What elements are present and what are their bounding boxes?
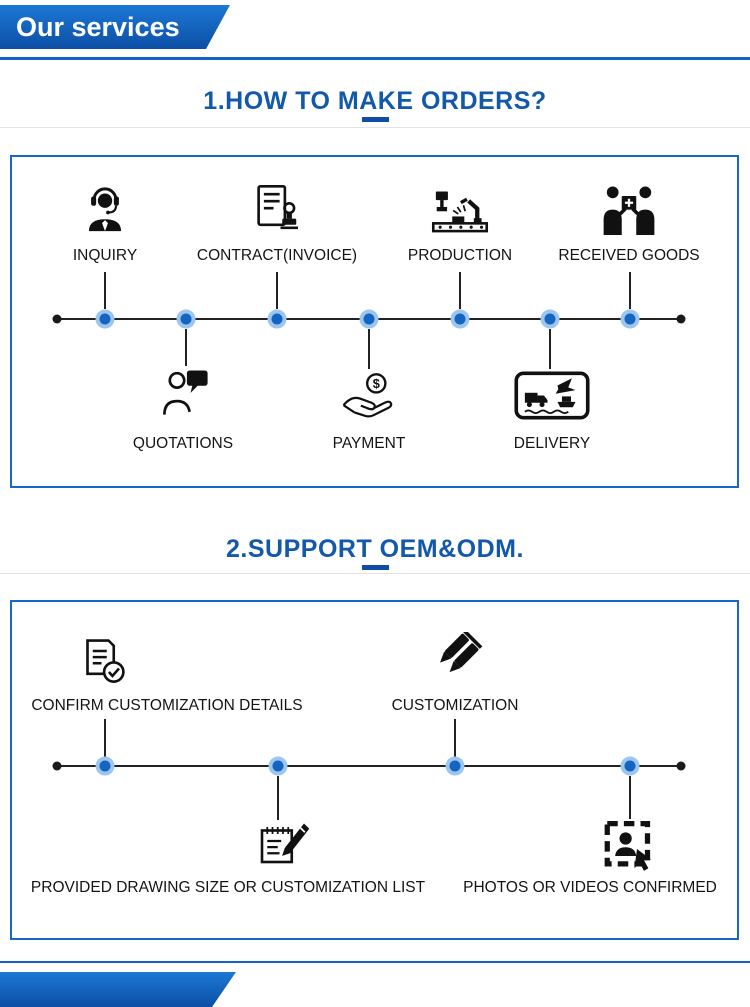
step-label-production: PRODUCTION	[407, 247, 513, 264]
timeline-endpoint	[52, 761, 62, 771]
connector-line	[549, 329, 551, 369]
connector-line	[368, 329, 370, 369]
timeline-endpoint	[52, 314, 62, 324]
step-label-customization: CUSTOMIZATION	[391, 697, 519, 714]
connector-line	[104, 272, 106, 309]
top-banner-ribbon: Our services	[0, 5, 230, 49]
step-label-contract: CONTRACT(INVOICE)	[196, 247, 358, 264]
headset-agent-icon	[78, 182, 132, 238]
timeline-node	[359, 309, 379, 329]
step-label-delivery: DELIVERY	[513, 435, 591, 452]
bottom-divider-line	[0, 961, 750, 963]
drawing-list-icon	[255, 820, 311, 869]
banner-divider-line	[0, 57, 750, 60]
customization-tools-icon	[426, 629, 484, 686]
photos-confirmed-icon	[602, 819, 658, 872]
delivery-transport-icon	[514, 371, 590, 420]
timeline-node	[450, 309, 470, 329]
timeline-node	[267, 309, 287, 329]
connector-line	[629, 272, 631, 309]
quotation-chat-icon	[157, 366, 215, 420]
step-label-drawing-list: PROVIDED DRAWING SIZE OR CUSTOMIZATION L…	[30, 879, 426, 896]
svg-text:$: $	[373, 376, 380, 391]
step-label-received-goods: RECEIVED GOODS	[558, 247, 700, 264]
handover-goods-icon	[600, 183, 658, 238]
timeline-node	[95, 756, 115, 776]
timeline-node	[620, 309, 640, 329]
connector-line	[277, 776, 279, 820]
connector-line	[104, 719, 106, 757]
section-1-title-underline	[362, 117, 389, 122]
section-1-title: 1.HOW TO MAKE ORDERS?	[203, 87, 547, 115]
banner-title: Our services	[16, 12, 180, 42]
step-label-inquiry: INQUIRY	[72, 247, 138, 264]
connector-line	[185, 329, 187, 366]
timeline-node	[268, 756, 288, 776]
step-label-photos-confirmed: PHOTOS OR VIDEOS CONFIRMED	[463, 879, 717, 896]
step-label-quotations: QUOTATIONS	[132, 435, 234, 452]
bottom-banner-ribbon	[0, 972, 236, 1007]
timeline-node	[620, 756, 640, 776]
connector-line	[276, 272, 278, 309]
contract-stamp-icon	[249, 181, 305, 237]
timeline-node	[540, 309, 560, 329]
connector-line	[459, 272, 461, 309]
section-2-title-underline	[362, 565, 389, 570]
step-label-confirm-details: CONFIRM CUSTOMIZATION DETAILS	[31, 697, 303, 714]
connector-line	[454, 719, 456, 757]
timeline	[57, 765, 681, 767]
timeline-node	[176, 309, 196, 329]
section-2-divider-line	[0, 573, 750, 574]
timeline-endpoint	[676, 761, 686, 771]
factory-machine-icon	[428, 188, 492, 238]
connector-line	[629, 776, 631, 819]
timeline-node	[445, 756, 465, 776]
step-label-payment: PAYMENT	[332, 435, 406, 452]
confirm-document-icon	[77, 635, 133, 688]
oem-odm-box	[10, 600, 739, 940]
section-1-divider-line	[0, 127, 750, 128]
section-2-title: 2.SUPPORT OEM&ODM.	[226, 535, 524, 563]
timeline-node	[95, 309, 115, 329]
timeline-endpoint	[676, 314, 686, 324]
payment-hand-icon: $	[339, 371, 399, 423]
